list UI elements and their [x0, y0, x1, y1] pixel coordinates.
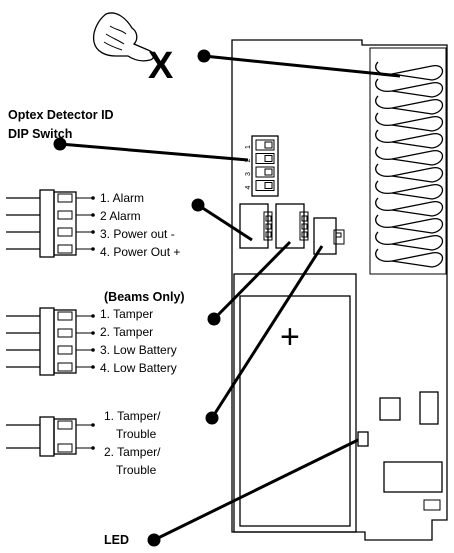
dip-lever	[264, 155, 273, 162]
pin-housing	[57, 443, 73, 453]
pin-housing	[57, 328, 73, 338]
connector3-label-2: 2. Tamper/	[104, 445, 161, 459]
spring-loop	[375, 95, 444, 115]
pin-tip	[91, 247, 95, 251]
spring-loop	[375, 163, 444, 183]
hand-pointing-icon	[92, 12, 155, 62]
pin-housing	[57, 345, 73, 355]
leader-line-x	[203, 54, 401, 78]
board-components	[379, 391, 443, 511]
pin-housing	[57, 193, 73, 203]
cable-connector-3	[6, 416, 95, 457]
leader-line-connector2	[212, 240, 292, 321]
pin-tip	[91, 230, 95, 234]
pin-tip	[91, 314, 95, 318]
dip-number: 1	[245, 145, 252, 149]
dip-title-line2: DIP Switch	[8, 127, 72, 141]
plug-body	[39, 307, 55, 376]
pin-tip	[91, 446, 95, 450]
pin-housing	[57, 210, 73, 220]
connector2-label-4: 4. Low Battery	[100, 361, 177, 375]
pin-housing	[57, 244, 73, 254]
dip-number: 4	[245, 186, 252, 190]
beams-only-header: (Beams Only)	[104, 290, 185, 304]
spring-loop	[375, 78, 444, 98]
cable-connector-2	[6, 307, 95, 376]
pin-tip	[91, 423, 95, 427]
dip-slot	[255, 153, 275, 164]
spring-loop	[375, 112, 444, 132]
board-connector-2	[275, 203, 309, 249]
battery-plus-symbol: +	[280, 318, 300, 356]
leader-line-connector1	[197, 203, 253, 242]
pin-tip	[91, 365, 95, 369]
dip-slot	[255, 166, 275, 178]
cable-connector-1	[6, 189, 95, 258]
pin-housing	[57, 311, 73, 321]
pin-tip	[91, 348, 95, 352]
spring-loop	[375, 146, 444, 166]
plug-body	[39, 189, 55, 258]
dip-lever	[264, 141, 273, 149]
led-indicator	[357, 431, 369, 447]
dip-lever	[264, 182, 273, 189]
plug-housing	[53, 191, 77, 256]
pin-tip	[91, 213, 95, 217]
battery-compartment	[233, 273, 357, 533]
connector1-label-1: 1. Alarm	[100, 191, 144, 205]
connector1-label-3: 3. Power out -	[100, 227, 175, 241]
remove-x-mark: X	[148, 45, 174, 87]
spring-loop	[375, 214, 444, 234]
pin-tip	[91, 196, 95, 200]
dip-title-line1: Optex Detector ID	[8, 108, 114, 122]
leader-line-led	[153, 438, 359, 542]
dip-number: 2	[245, 159, 252, 163]
connector3-label-1b: Trouble	[116, 427, 157, 441]
dip-lever	[264, 168, 273, 176]
spring-loop	[375, 61, 444, 81]
spring-loop	[375, 248, 444, 268]
connector1-label-4: 4. Power Out +	[100, 245, 180, 259]
dip-slot	[255, 139, 275, 151]
connector3-label-2b: Trouble	[116, 463, 157, 477]
plug-housing	[53, 309, 77, 374]
plug-body	[39, 416, 55, 457]
circuit-board	[231, 39, 448, 541]
connector2-label-3: 3. Low Battery	[100, 343, 177, 357]
board-connector-3	[313, 217, 345, 255]
dip-number: 3	[245, 172, 252, 176]
pin-housing	[57, 420, 73, 430]
tamper-spring	[369, 47, 447, 275]
spring-loop	[375, 197, 444, 217]
pin-housing	[57, 362, 73, 372]
spring-loop	[375, 129, 444, 149]
pin-tip	[91, 331, 95, 335]
connector2-label-1: 1. Tamper	[100, 307, 153, 321]
board-connector-1	[239, 203, 273, 249]
dip-switch: 1 2 3 4	[245, 135, 279, 197]
connector3-label-1: 1. Tamper/	[104, 409, 161, 423]
leader-line-dip	[59, 142, 249, 162]
spring-loop	[375, 180, 444, 200]
led-label: LED	[104, 533, 129, 547]
spring-loop	[375, 231, 444, 251]
connector2-label-2: 2. Tamper	[100, 325, 153, 339]
leader-line-connector3	[210, 245, 324, 419]
dip-slot	[255, 180, 275, 191]
pin-housing	[57, 227, 73, 237]
connector1-label-2: 2 Alarm	[100, 209, 141, 223]
plug-housing	[53, 418, 77, 455]
